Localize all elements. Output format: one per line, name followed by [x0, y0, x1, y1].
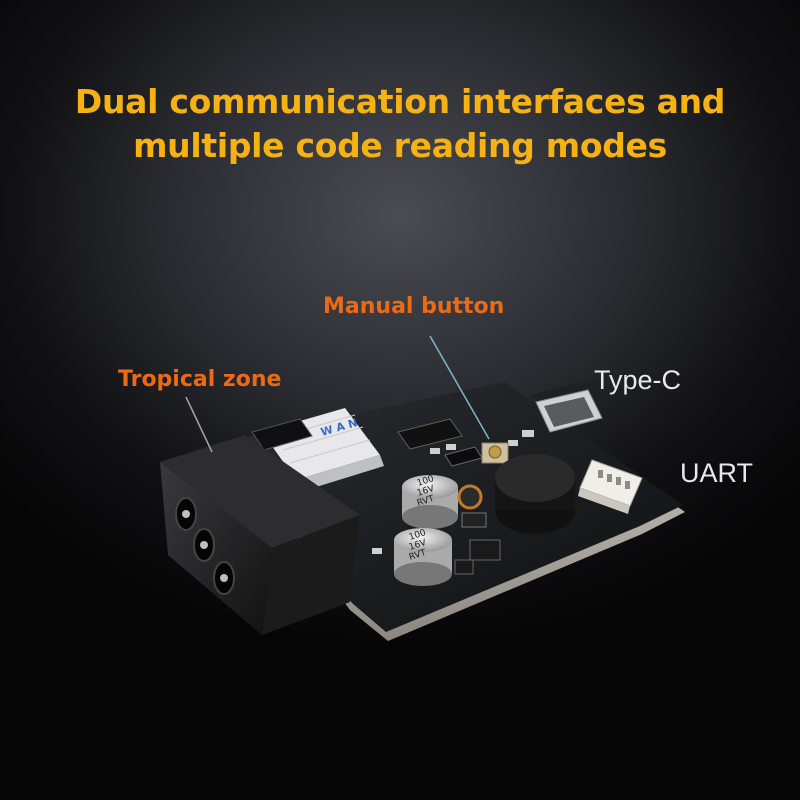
buzzer	[495, 454, 575, 534]
manual-button-leader-line	[429, 335, 490, 440]
capacitor: 100 16V RVT	[402, 474, 458, 529]
tropical-zone-leader-line	[185, 396, 213, 453]
headline-line-2: multiple code reading modes	[133, 126, 667, 165]
fpc-connector	[251, 418, 483, 467]
capacitor: 100 16V RVT	[394, 528, 452, 586]
headline: Dual communication interfaces and multip…	[0, 80, 800, 168]
uart-connector	[578, 459, 643, 514]
type-c-port	[535, 389, 603, 433]
headline-line-1: Dual communication interfaces and	[74, 82, 726, 121]
manual-button-component	[481, 442, 509, 464]
scan-engine-module	[160, 435, 360, 635]
manual-button-callout: Manual button	[323, 294, 505, 319]
type-c-callout: Type-C	[594, 365, 682, 395]
tropical-zone-callout: Tropical zone	[118, 367, 282, 392]
uart-callout: UART	[680, 458, 754, 488]
smd-components	[372, 430, 534, 575]
